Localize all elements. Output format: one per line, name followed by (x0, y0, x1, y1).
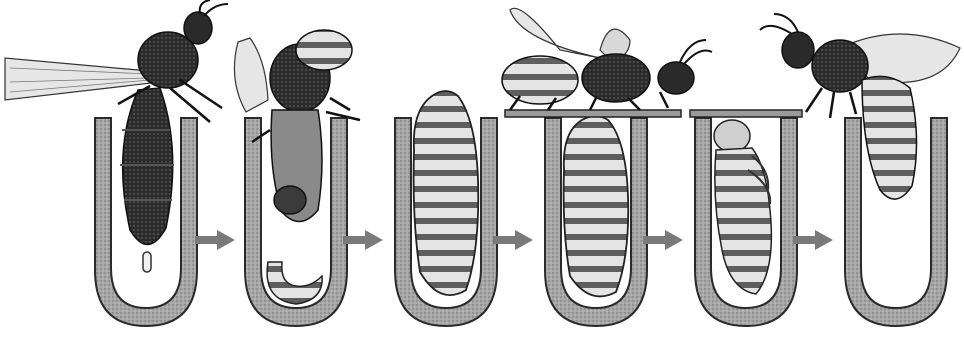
arrow-4 (643, 230, 683, 250)
wax-cap (505, 110, 681, 117)
bee-abdomen (296, 30, 352, 70)
stage-capped-larva (502, 8, 712, 326)
bee-head (782, 32, 814, 68)
bee-abdomen (862, 76, 917, 199)
stage-egg (5, 0, 228, 326)
wax-cap (690, 110, 802, 117)
bee-head (658, 62, 694, 94)
arrow-2 (343, 230, 383, 250)
bee-abdomen (123, 88, 173, 245)
bee-wing (510, 8, 600, 58)
bee-abdomen (502, 56, 578, 104)
large-larva (414, 91, 479, 295)
pupa-head (714, 120, 750, 152)
bee-head (274, 186, 306, 214)
arrow-1 (195, 230, 235, 250)
bee-thorax (812, 40, 868, 92)
larva (267, 262, 322, 304)
stage-large-larva (395, 91, 497, 326)
bee-legs (806, 88, 856, 118)
bee-antenna (680, 40, 712, 64)
bee-head (184, 12, 212, 44)
bee-wing (234, 38, 268, 112)
stage-pupa (690, 110, 802, 326)
pupa-body (715, 148, 772, 294)
egg (143, 252, 151, 272)
large-larva (564, 116, 629, 296)
bee-antenna (760, 14, 798, 34)
arrow-3 (493, 230, 533, 250)
bee-thorax (582, 54, 650, 102)
stage-larva (234, 30, 360, 326)
arrow-5 (793, 230, 833, 250)
